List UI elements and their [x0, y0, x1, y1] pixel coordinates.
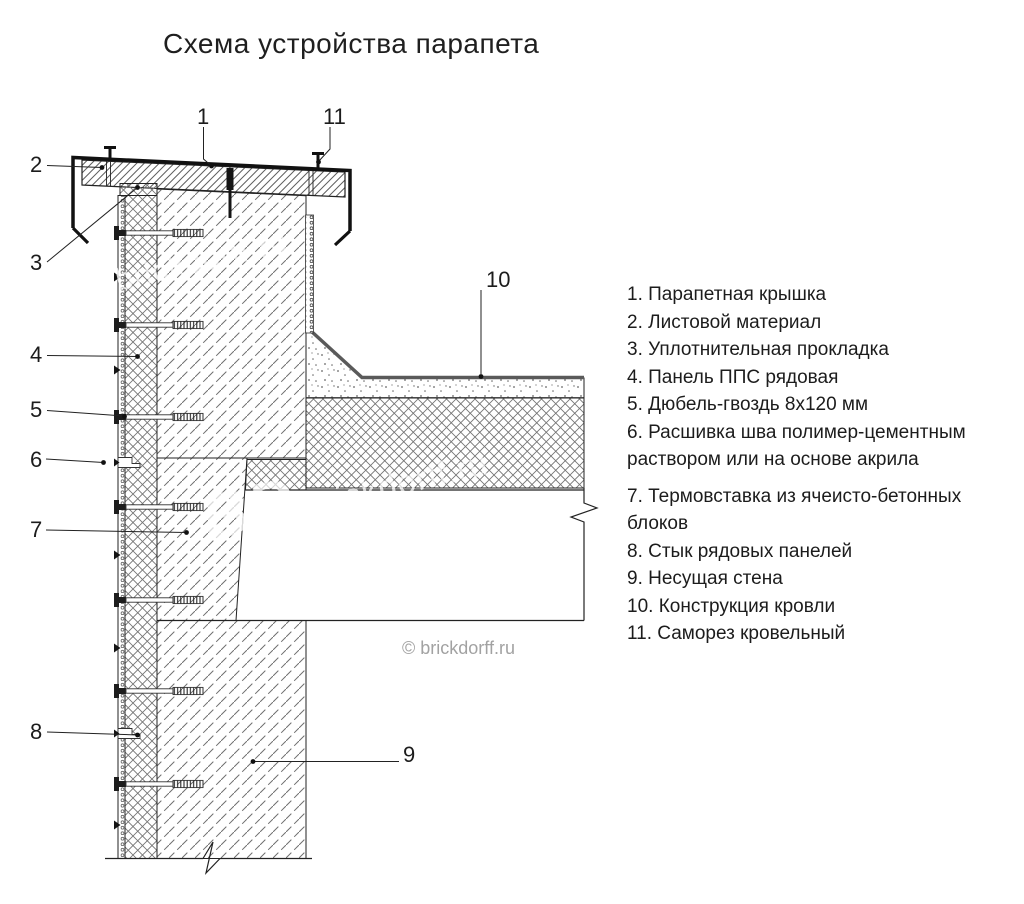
- roof-membrane: [309, 329, 584, 380]
- legend-item: 4. Панель ППС рядовая: [627, 366, 839, 388]
- callout-11: 11: [323, 104, 346, 129]
- legend-item: 7. Термовставка из ячеисто-бетонных блок…: [627, 485, 962, 535]
- callout-leaders: [45, 127, 482, 762]
- leader-7: [45, 529, 187, 533]
- legend: 1. Парапетная крышка 2. Листовой материа…: [627, 281, 987, 648]
- legend-item: 11. Саморез кровельный: [627, 623, 846, 644]
- bearing-wall: [156, 620, 307, 859]
- legend-item: 5. Дюбель-гвоздь 8х120 мм: [627, 394, 869, 415]
- cap-anchor-head: [226, 168, 234, 190]
- cap-anchor-rod: [228, 190, 232, 218]
- copyright-note: © brickdorff.ru: [402, 638, 515, 658]
- pps-insulation-panel: [124, 195, 158, 859]
- leader-11: [318, 127, 331, 162]
- roof-insulation: [305, 397, 585, 489]
- legend-item: 6. Расшивка шва полимер-цементным раство…: [627, 421, 966, 471]
- callout-6: 6: [30, 447, 42, 472]
- leader-4: [46, 355, 138, 357]
- wall-assembly: [117, 188, 307, 859]
- callout-numbers: 1 2 3 4 5 6 7 8 9 10 11: [30, 104, 510, 767]
- sheet-metal-drip-edges: [71, 226, 352, 247]
- roof-screw-left: [104, 146, 116, 161]
- leader-2: [46, 165, 103, 168]
- callout-1: 1: [197, 104, 209, 129]
- callout-2: 2: [30, 152, 42, 177]
- leader-8: [46, 731, 138, 736]
- callout-4: 4: [30, 342, 42, 367]
- callout-10: 10: [486, 267, 510, 292]
- leader-dots: [99, 159, 484, 764]
- callout-5: 5: [30, 397, 42, 422]
- leader-5: [46, 410, 125, 417]
- callout-7: 7: [30, 517, 42, 542]
- slab-break-symbol: [569, 488, 599, 621]
- legend-item: 1. Парапетная крышка: [627, 284, 827, 305]
- leader-6: [45, 458, 104, 463]
- legend-item: 2. Листовой материал: [627, 311, 822, 333]
- leader-1: [203, 127, 212, 166]
- roof-screed: [306, 334, 584, 398]
- legend-item: 8. Стык рядовых панелей: [627, 540, 853, 562]
- drawing-title: Схема устройства парапета: [163, 28, 540, 59]
- floor-slab: [157, 488, 599, 622]
- legend-item: 3. Уплотнительная прокладка: [627, 339, 889, 360]
- callout-9: 9: [403, 742, 415, 767]
- callout-3: 3: [30, 250, 42, 275]
- wall-bottom-break: [105, 841, 312, 875]
- base-coat-texture: [118, 195, 125, 859]
- roof-assembly: [305, 214, 585, 489]
- legend-item: 10. Конструкция кровли: [627, 595, 836, 617]
- leader-3: [46, 187, 138, 263]
- cap-seams: [106, 161, 314, 196]
- parapet-face-membrane-texture: [305, 215, 314, 333]
- callout-8: 8: [30, 719, 42, 744]
- legend-item: 9. Несущая стена: [627, 568, 783, 589]
